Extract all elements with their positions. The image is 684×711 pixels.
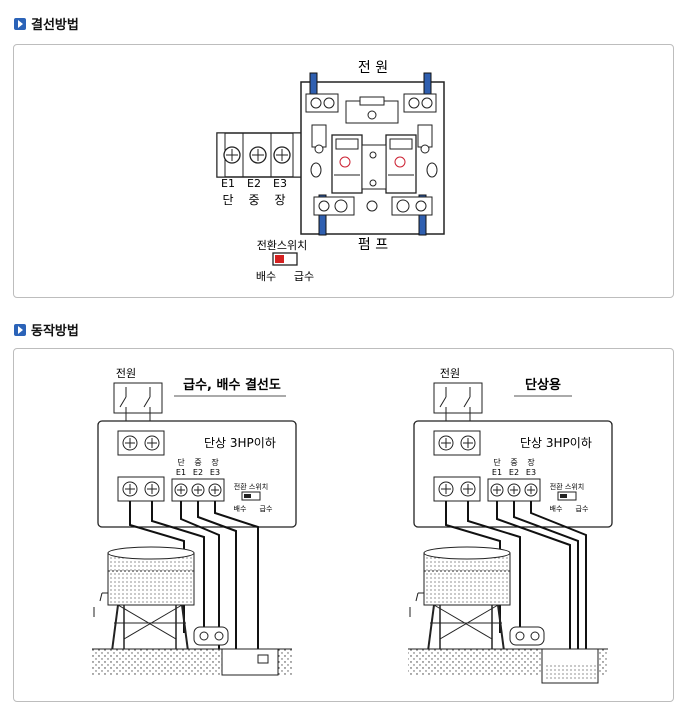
model-label-left: 단상 3HP이하: [204, 436, 276, 450]
terminal-screw-e1: [223, 146, 241, 164]
power-label-left: 전원: [116, 367, 136, 380]
switch-title-left: 전환 스위치: [234, 482, 268, 491]
t-code-r1: E2: [509, 468, 519, 477]
switch-right-r: 급수: [576, 505, 589, 513]
t-name-l2: 장: [211, 457, 219, 467]
terminal-code-e3: E3: [273, 177, 287, 190]
t-code-l0: E1: [176, 468, 186, 477]
t-name-l1: 중: [194, 458, 201, 467]
transfer-switch[interactable]: [272, 252, 298, 266]
t-code-l1: E2: [193, 468, 203, 477]
diagram-fill-drain: 전원 급수, 배수 결선도 단상 3HP이하 단 중 장 E1 E2 E3: [92, 367, 297, 676]
heading-right: 단상용: [525, 377, 561, 393]
t-code-r2: E3: [526, 468, 536, 477]
switch-title: 전환스위치: [257, 239, 308, 252]
switch-right-l: 급수: [260, 505, 273, 513]
section-title-operation: 동작방법: [14, 320, 79, 339]
wiring-panel: E1 E2 E3 단 중 장 전환스위치 배수 급수 전 원 펌 프: [13, 44, 674, 298]
terminal-name-e3: 장: [274, 193, 285, 207]
t-name-r2: 장: [527, 457, 535, 467]
switch-right-label: 급수: [294, 270, 314, 283]
terminal-name-e1: 단: [222, 193, 233, 207]
diagram-single-phase: 전원 단상용 단상 3HP이하 단 중 장 E1 E2 E3: [408, 367, 613, 684]
section-title-wiring: 결선방법: [14, 14, 79, 33]
wiring-diagram: E1 E2 E3 단 중 장 전환스위치 배수 급수 전 원 펌 프: [216, 60, 445, 283]
play-bullet-icon: [14, 323, 26, 336]
t-code-l2: E3: [210, 468, 220, 477]
terminal-code-e2: E2: [247, 177, 261, 190]
terminal-screw-e2: [249, 146, 267, 164]
power-label-right: 전원: [440, 367, 460, 380]
operation-panel: 전원 급수, 배수 결선도 단상 3HP이하 단 중 장 E1 E2 E3: [13, 348, 674, 702]
t-name-r1: 중: [510, 458, 517, 467]
switch-title-right: 전환 스위치: [550, 482, 584, 491]
pump-label: 펌 프: [358, 237, 388, 253]
terminal-code-e1: E1: [221, 177, 235, 190]
terminal-screw-e3: [273, 146, 291, 164]
switch-left-l: 배수: [234, 504, 247, 513]
t-code-r0: E1: [492, 468, 502, 477]
model-label-right: 단상 3HP이하: [520, 436, 592, 450]
heading-left: 급수, 배수 결선도: [183, 377, 281, 393]
play-bullet-icon: [14, 17, 26, 30]
switch-left-label: 배수: [256, 270, 276, 283]
terminal-block: [216, 132, 302, 178]
switch-left-r: 배수: [550, 504, 563, 513]
relay-board: [300, 72, 445, 236]
terminal-name-e2: 중: [248, 193, 259, 207]
operation-diagram: 전원 급수, 배수 결선도 단상 3HP이하 단 중 장 E1 E2 E3: [92, 367, 613, 684]
t-name-l0: 단: [177, 457, 185, 467]
t-name-r0: 단: [493, 457, 501, 467]
power-label: 전 원: [358, 60, 388, 76]
